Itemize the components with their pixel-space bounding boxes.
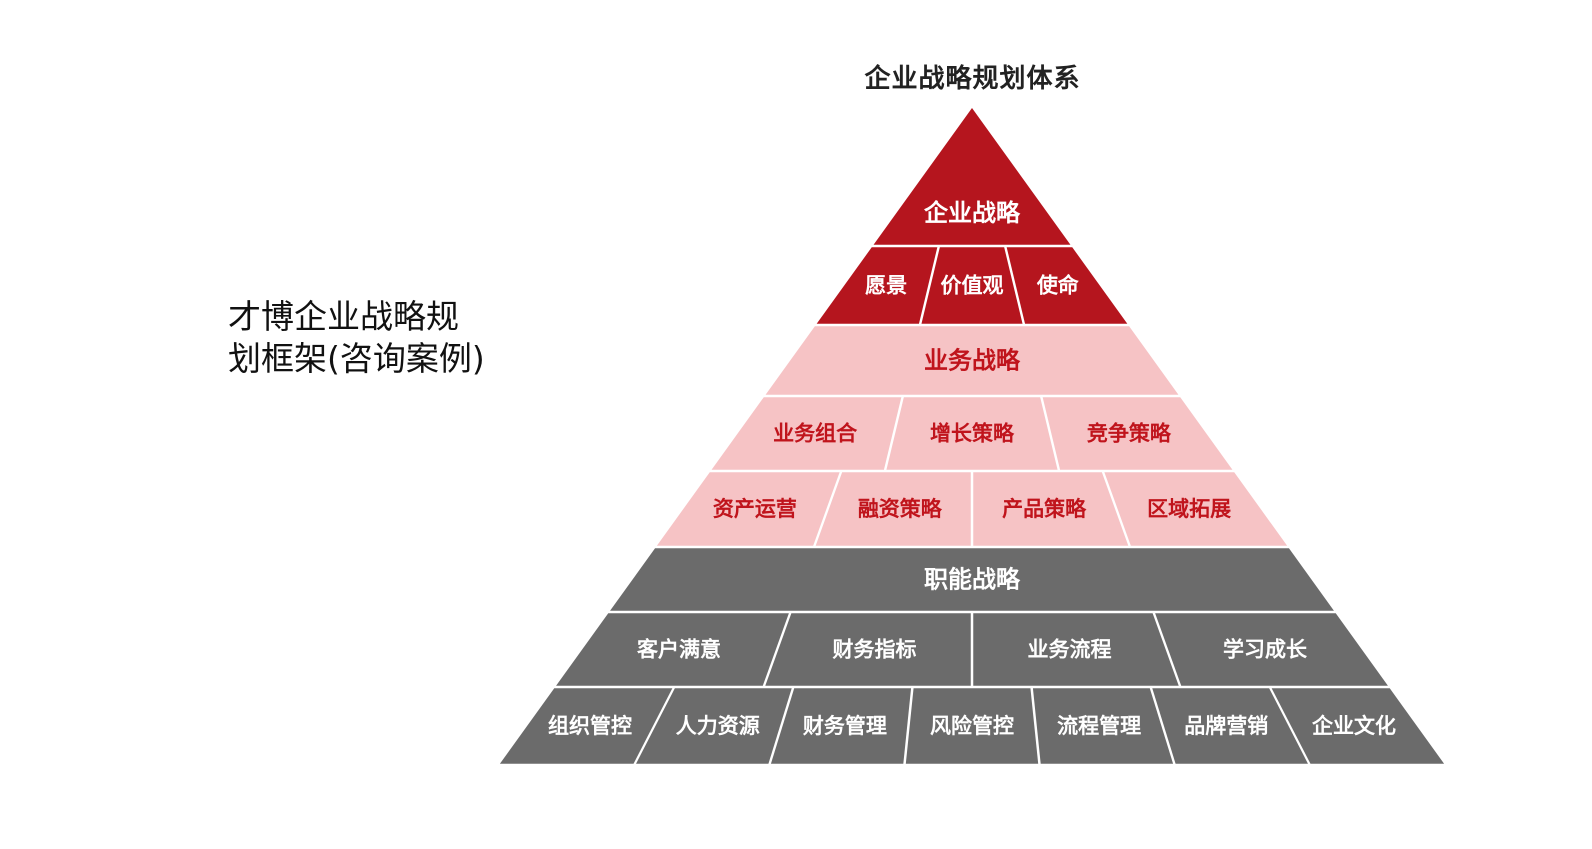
tier-item-2-3-2: 融资策略 (858, 497, 943, 521)
tier-item-3-3-2: 人力资源 (676, 714, 760, 738)
tier-item-2-3-4: 区域拓展 (1147, 497, 1231, 521)
tier-item-2-2-1: 业务组合 (773, 422, 858, 446)
tier-item-3-2-4: 学习成长 (1223, 638, 1308, 662)
pyramid-block-3-1-1 (610, 548, 1334, 611)
pyramid-block-2-3-3 (973, 472, 1129, 546)
tier-item-3-3-7: 企业文化 (1311, 714, 1396, 738)
tier-item-3-3-6: 品牌营销 (1184, 714, 1268, 738)
pyramid-block-2-3-1 (656, 472, 840, 546)
tier-item-1-2-2: 价值观 (941, 274, 1004, 298)
pyramid-block-1-2-2 (921, 247, 1023, 324)
pyramid-block-3-3-6 (1152, 688, 1308, 764)
pyramid-block-2-2-1 (711, 397, 902, 470)
pyramid-block-1-2-1 (816, 247, 938, 324)
tier-title-1-1-1: 企业战略 (924, 199, 1021, 227)
pyramid-block-3-2-3 (973, 613, 1179, 686)
pyramid-block-3-2-1 (556, 613, 789, 686)
pyramid-block-3-3-4 (905, 688, 1039, 764)
pyramid-block-2-3-2 (815, 472, 971, 546)
tier-title-3-1-1: 职能战略 (924, 566, 1021, 594)
tier-item-2-3-1: 资产运营 (713, 497, 797, 521)
side-title-line-2: 划框架(咨询案例) (228, 339, 485, 378)
tier-item-2-2-2: 增长策略 (930, 422, 1015, 446)
tier-title-2-1-1: 业务战略 (924, 347, 1021, 375)
side-title: 才博企业战略规 划框架(咨询案例) (228, 296, 485, 380)
tier-item-2-2-3: 竞争策略 (1087, 422, 1172, 446)
tier-item-1-2-3: 使命 (1036, 274, 1080, 298)
side-title-line-1: 才博企业战略规 (228, 297, 459, 336)
diagram-title: 企业战略规划体系 (864, 64, 1081, 94)
tier-item-3-2-1: 客户满意 (637, 638, 721, 662)
pyramid-block-3-3-7 (1271, 688, 1445, 764)
tier-item-3-2-3: 业务流程 (1027, 638, 1111, 662)
pyramid-block-3-3-1 (499, 688, 673, 764)
tier-item-3-3-4: 风险管控 (930, 714, 1014, 738)
tier-item-3-3-1: 组织管控 (548, 714, 632, 738)
pyramid-block-2-1-1 (765, 326, 1179, 395)
pyramid-block-3-3-3 (770, 688, 912, 764)
pyramid-block-3-3-5 (1032, 688, 1174, 764)
tier-item-3-3-3: 财务管理 (803, 714, 887, 738)
tier-item-1-2-1: 愿景 (865, 274, 907, 298)
tier-item-3-3-5: 流程管理 (1057, 714, 1141, 738)
pyramid-block-3-3-2 (636, 688, 792, 764)
pyramid-block-1-2-3 (1006, 247, 1128, 324)
pyramid-block-2-3-4 (1104, 472, 1288, 546)
tier-item-2-3-3: 产品策略 (1002, 497, 1087, 521)
tier-item-3-2-2: 财务指标 (833, 638, 917, 662)
pyramid-block-3-2-2 (765, 613, 971, 686)
pyramid-block-1-1-1 (873, 108, 1071, 245)
pyramid-block-2-2-2 (886, 397, 1058, 470)
pyramid-block-3-2-4 (1155, 613, 1388, 686)
pyramid-block-2-2-3 (1042, 397, 1233, 470)
